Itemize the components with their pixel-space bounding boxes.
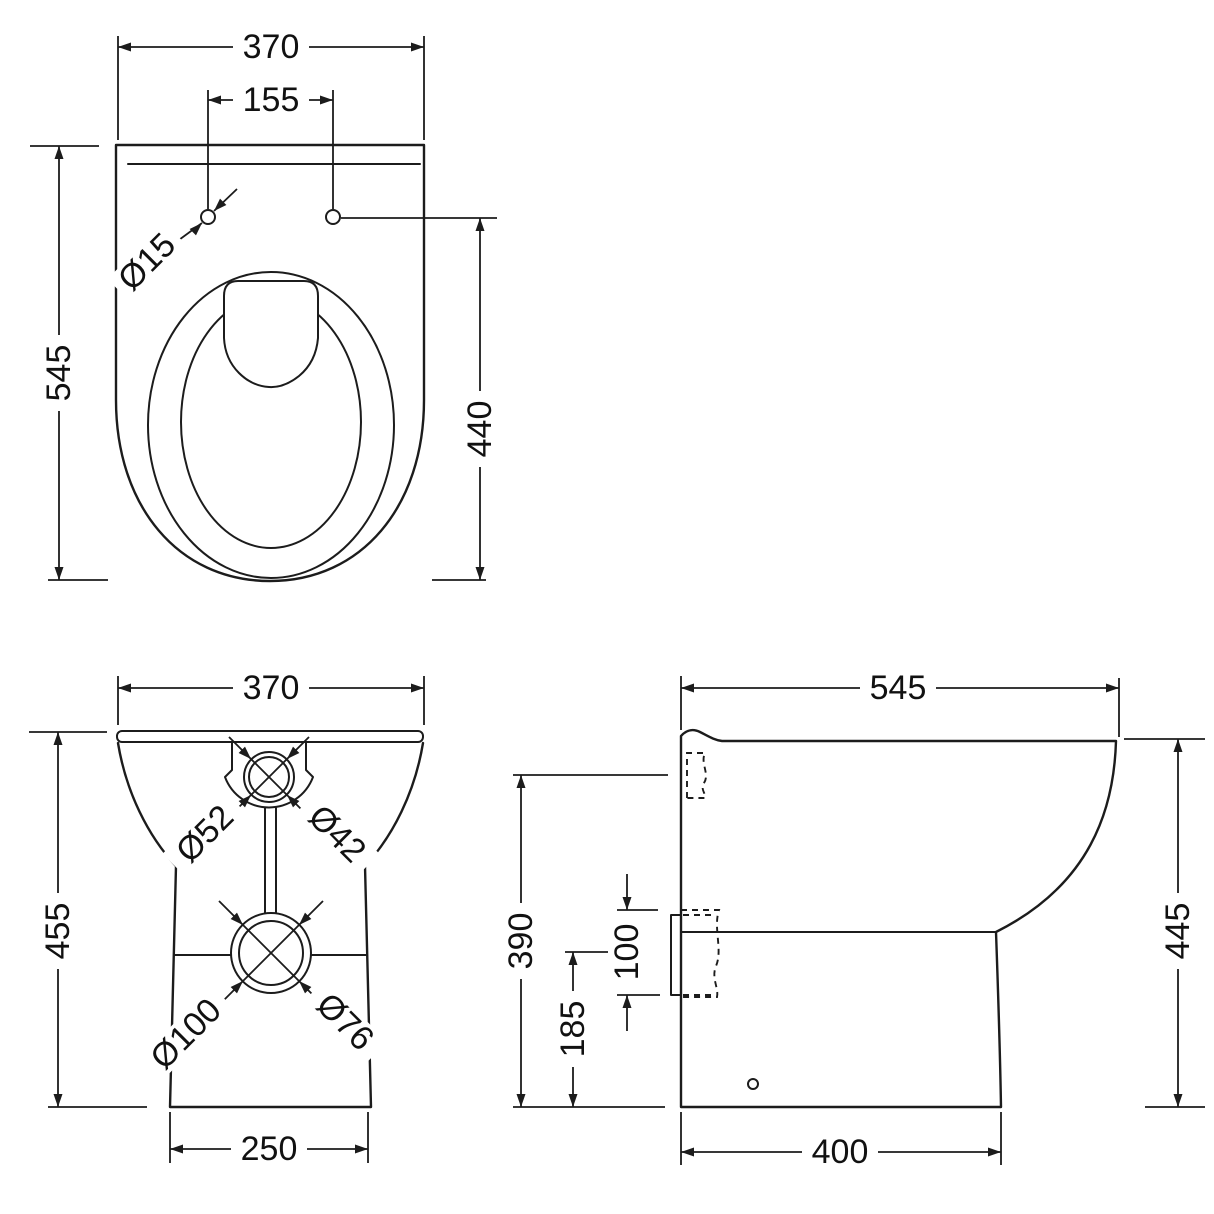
- side-height-dimension: 445: [1124, 738, 1205, 1108]
- back-view: Ø52 Ø42 Ø100 Ø76 370: [29, 669, 425, 1168]
- outlet-circle-inner: [238, 920, 304, 986]
- inlet-circle-inner: [248, 756, 290, 798]
- plan-depth-dim-label: 545: [40, 345, 78, 402]
- back-base-width-dimension: 250: [169, 1112, 369, 1168]
- side-depth-dim-label: 545: [870, 669, 927, 707]
- pan-side-outline: [679, 728, 1118, 1109]
- inlet-height-dim-label: 390: [502, 913, 540, 970]
- back-height-dimension: 455: [29, 731, 147, 1108]
- side-fixing-hole: [747, 1078, 759, 1090]
- side-base-depth-dim-label: 400: [812, 1133, 869, 1171]
- side-base-depth-dimension: 400: [680, 1112, 1002, 1171]
- plan-hole-centres-dim-label: 155: [243, 81, 300, 119]
- outlet-cutout-dimension: 100: [608, 874, 660, 1031]
- fixing-hole-left: [200, 209, 216, 225]
- outlet-hidden-outline: [681, 909, 721, 998]
- inlet-circle-outer: [243, 751, 295, 803]
- fixing-hole-right: [325, 209, 341, 225]
- plan-hole-to-front-dimension: 440: [341, 217, 499, 581]
- outlet-circle-outer: [230, 912, 312, 994]
- pan-plan-outline: [114, 143, 426, 583]
- outlet-height-dimension: 185: [554, 951, 608, 1107]
- plan-width-dim-label: 370: [243, 28, 300, 66]
- plan-hole-centres-dimension: 155: [207, 81, 334, 209]
- outlet-height-dim-label: 185: [554, 1001, 592, 1058]
- plan-depth-dimension: 545: [30, 145, 108, 581]
- side-view: 545 445 390: [502, 669, 1205, 1171]
- outlet-collar: [670, 914, 682, 996]
- flush-pipe: [264, 807, 277, 914]
- back-width-dimension: 370: [117, 669, 425, 725]
- seat-rim-bar: [116, 730, 424, 743]
- back-width-dim-label: 370: [243, 669, 300, 707]
- side-depth-dimension: 545: [680, 669, 1120, 737]
- inlet-bracket: [224, 741, 314, 809]
- plan-hole-to-front-dim-label: 440: [461, 401, 499, 458]
- flush-area-shape: [223, 280, 319, 389]
- pan-back-outline: [116, 741, 425, 1109]
- side-height-dim-label: 445: [1159, 903, 1197, 960]
- plan-view: 370 155 545: [30, 28, 499, 583]
- seat-ring-outer: [147, 271, 395, 579]
- inlet-hidden-outline: [686, 752, 707, 799]
- inlet-cross: [225, 736, 313, 821]
- back-height-dim-label: 455: [39, 903, 77, 960]
- back-base-width-dim-label: 250: [241, 1130, 298, 1168]
- plan-width-dimension: 370: [117, 28, 425, 140]
- inlet-height-dimension: 390: [502, 774, 668, 1108]
- outlet-cross: [211, 900, 331, 1013]
- outlet-cutout-dim-label: 100: [608, 924, 646, 981]
